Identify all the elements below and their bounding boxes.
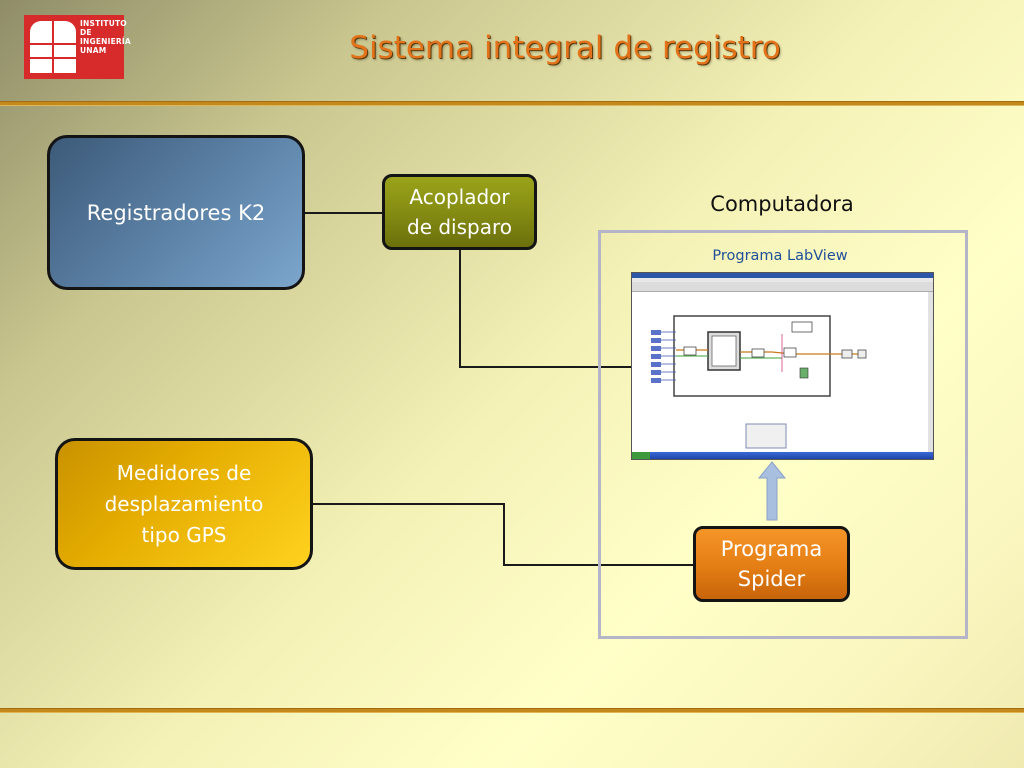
acoplador-label-line2: de disparo xyxy=(407,215,512,239)
registradores-k2-label: Registradores K2 xyxy=(86,200,266,225)
acoplador-label-line1: Acoplador xyxy=(409,185,510,209)
bottom-divider xyxy=(0,708,1024,713)
acoplador-box: Acoplador de disparo xyxy=(382,174,537,250)
spider-label-line1: Programa xyxy=(720,537,823,561)
computadora-label: Computadora xyxy=(710,192,854,216)
slide-title: Sistema integral de registro xyxy=(349,30,781,66)
block-diagram-graphic xyxy=(651,315,867,449)
gps-label-line3: tipo GPS xyxy=(141,522,227,547)
up-arrow-icon xyxy=(757,461,787,521)
line-gps-right xyxy=(313,503,504,505)
labview-screenshot xyxy=(631,272,934,460)
logo-text: INSTITUTO DE INGENIERÍA UNAM xyxy=(80,19,131,55)
line-acoplador-labview xyxy=(459,366,632,368)
computer-frame xyxy=(598,230,968,639)
spider-box: Programa Spider xyxy=(693,526,850,602)
line-k2-acoplador xyxy=(305,212,383,214)
line-gps-down xyxy=(503,503,505,565)
spider-label-line2: Spider xyxy=(737,567,806,591)
gps-label-line1: Medidores de xyxy=(116,460,252,485)
gps-label-line2: desplazamiento xyxy=(104,491,264,516)
unam-ii-logo: INSTITUTO DE INGENIERÍA UNAM xyxy=(24,15,131,79)
gps-box: Medidores de desplazamiento tipo GPS xyxy=(55,438,313,570)
labview-label: Programa LabView xyxy=(712,248,848,264)
top-divider xyxy=(0,101,1024,106)
registradores-k2-box: Registradores K2 xyxy=(47,135,305,290)
line-acoplador-down xyxy=(459,249,461,367)
